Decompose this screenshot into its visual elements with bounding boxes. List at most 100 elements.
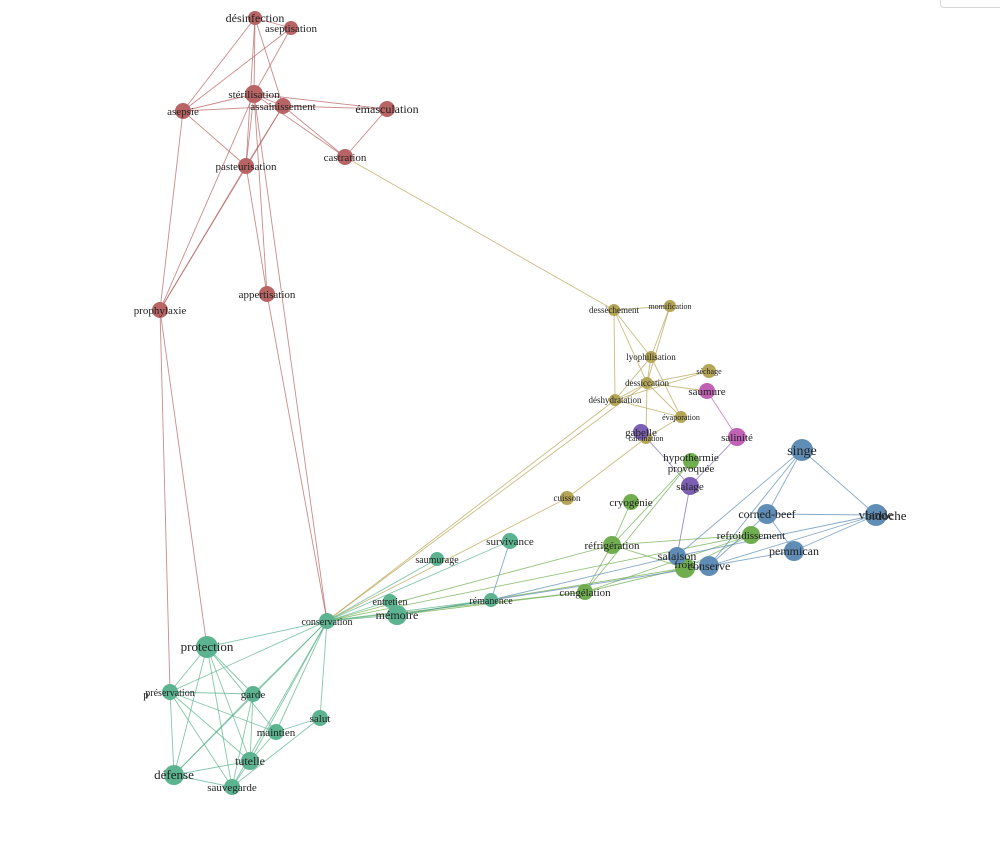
edge-pasteurisation-appertisation xyxy=(245,165,268,295)
node-label-desinfection: désinfection xyxy=(226,11,285,25)
node-cryogenie[interactable] xyxy=(623,494,639,510)
node-saumurage[interactable] xyxy=(430,552,444,566)
node-sauvegarde[interactable] xyxy=(224,779,240,795)
edge-protection-maintien xyxy=(206,646,277,733)
node-sterilisation[interactable] xyxy=(245,85,263,103)
node-label-tutelle: tutelle xyxy=(235,754,265,768)
node-label-cuisson: cuisson xyxy=(554,493,582,503)
node-hypothermie[interactable] xyxy=(683,453,699,469)
node-label-salage: salage xyxy=(676,481,704,493)
node-dessiccation[interactable] xyxy=(641,377,653,389)
node-protection[interactable] xyxy=(196,636,218,658)
node-defense[interactable] xyxy=(164,765,184,785)
node-label-castration: castration xyxy=(324,152,367,164)
node-survivance[interactable] xyxy=(502,533,518,549)
node-evaporation[interactable] xyxy=(675,411,687,423)
node-aseptisation[interactable] xyxy=(284,21,298,35)
node-refroidissement[interactable] xyxy=(742,526,760,544)
edge-assainissement-emasculation xyxy=(282,105,388,110)
node-deshydratation[interactable] xyxy=(609,394,621,406)
node-congelation[interactable] xyxy=(577,584,593,600)
edge-protection-sauvegarde xyxy=(206,646,233,788)
edge-assainissement-asepsie xyxy=(182,105,284,112)
corner-panel[interactable] xyxy=(940,0,1000,8)
node-salaison[interactable] xyxy=(668,547,686,565)
node-castration[interactable] xyxy=(337,149,353,165)
node-cuisson[interactable] xyxy=(560,491,574,505)
node-appertisation[interactable] xyxy=(259,286,275,302)
node-asepsie[interactable] xyxy=(175,103,191,119)
node-maintien[interactable] xyxy=(268,724,284,740)
node-prophylaxie[interactable] xyxy=(152,302,168,318)
edge-dessechement-momification xyxy=(613,305,671,311)
node-label-lyophilisation: lyophilisation xyxy=(626,352,676,362)
node-label-salinite: salinité xyxy=(721,432,753,444)
edge-calcination-cuisson xyxy=(566,437,647,499)
node-emasculation[interactable] xyxy=(379,101,395,117)
edge-salut-sauvegarde xyxy=(231,717,321,788)
node-corned-beef[interactable] xyxy=(757,504,777,524)
node-lyophilisation[interactable] xyxy=(645,351,657,363)
edge-appertisation-conservation xyxy=(266,293,328,622)
edge-sterilisation-pasteurisation xyxy=(245,93,255,167)
node-salage[interactable] xyxy=(681,477,699,495)
node-dessechement[interactable] xyxy=(608,304,620,316)
edge-salaison-singe xyxy=(676,449,803,557)
node-label-remanence: rémanence xyxy=(469,596,513,607)
node-refrigeration[interactable] xyxy=(603,536,621,554)
node-label-entretien: entretien xyxy=(373,597,408,608)
node-salut[interactable] xyxy=(312,710,328,726)
edge-conservation-preservation xyxy=(169,620,328,693)
node-label-cryogenie: cryogénie xyxy=(609,497,652,509)
node-pasteurisation[interactable] xyxy=(238,158,254,174)
edge-refrigeration-conservation xyxy=(326,544,613,622)
node-salinite[interactable] xyxy=(728,428,746,446)
edge-prophylaxie-protection xyxy=(159,309,208,648)
node-assainissement[interactable] xyxy=(275,98,291,114)
edge-assainissement-castration xyxy=(282,105,346,158)
node-label-conservation: conservation xyxy=(301,617,352,628)
edge-cuisson-conservation xyxy=(326,497,568,622)
node-sechage[interactable] xyxy=(702,364,716,378)
node-label-preservation: préservation xyxy=(145,688,194,699)
node-label-sechage: séchage xyxy=(696,367,722,376)
nodes-layer xyxy=(152,11,887,795)
edge-conserve-pemmican xyxy=(708,550,795,567)
node-label-dessechement: dessèchement xyxy=(589,305,639,315)
node-conserve[interactable] xyxy=(699,556,719,576)
edge-corned-beef-viande xyxy=(766,513,877,516)
edge-protection-defense xyxy=(173,646,208,776)
node-label-saumure: saumure xyxy=(688,386,725,398)
node-preservation[interactable] xyxy=(162,684,178,700)
edge-preservation-tutelle xyxy=(169,691,251,762)
edge-sterilisation-emasculation xyxy=(253,93,388,110)
node-label-saumurage: saumurage xyxy=(415,555,459,566)
edge-dessiccation-conservation xyxy=(326,382,648,622)
edge-viande-pemmican xyxy=(793,514,877,552)
node-label-calcination: calcination xyxy=(628,434,663,443)
node-viande[interactable] xyxy=(865,504,887,526)
node-tutelle[interactable] xyxy=(241,752,259,770)
node-remanence[interactable] xyxy=(484,593,498,607)
node-entretien[interactable] xyxy=(383,594,397,608)
node-label-appertisation: appertisation xyxy=(239,289,296,301)
edge-salaison-remanence xyxy=(490,555,678,601)
node-conservation[interactable] xyxy=(319,613,335,629)
node-label-corned-beef: corned-beef xyxy=(738,507,795,521)
node-label-survivance: survivance xyxy=(486,536,534,548)
node-memoire[interactable] xyxy=(387,605,407,625)
node-label-congelation: congélation xyxy=(559,587,611,599)
node-desinfection[interactable] xyxy=(248,11,262,25)
node-garde[interactable] xyxy=(245,686,261,702)
edge-preservation-sauvegarde xyxy=(169,691,233,788)
edge-protection-tutelle xyxy=(206,646,251,762)
node-label-preservation-2: p xyxy=(143,689,149,701)
node-saumure[interactable] xyxy=(699,383,715,399)
edge-remanence-memoire xyxy=(396,599,492,616)
edge-conservation-protection xyxy=(206,620,328,648)
node-pemmican[interactable] xyxy=(784,541,804,561)
node-singe[interactable] xyxy=(791,439,813,461)
node-label-evaporation: évaporation xyxy=(662,413,700,422)
node-gabelle[interactable] xyxy=(633,424,649,440)
node-momification[interactable] xyxy=(664,300,676,312)
